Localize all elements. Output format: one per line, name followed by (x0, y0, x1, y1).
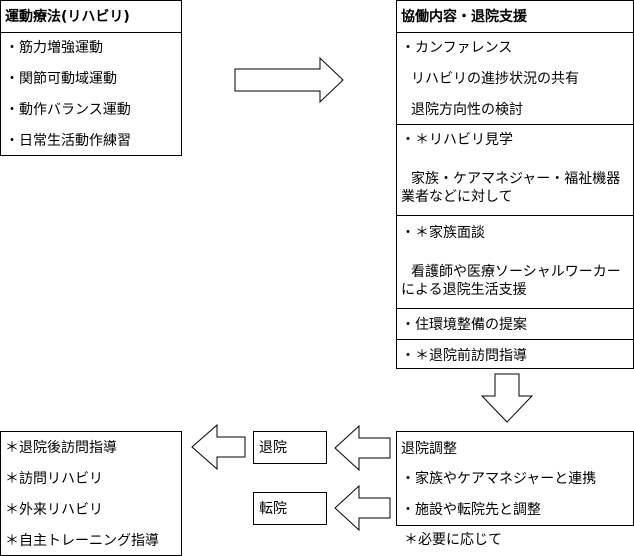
conference-label: ・カンファレンス (401, 40, 513, 56)
discharge-box: 退院 (253, 431, 327, 464)
exercise-list: ・筋力増強運動 ・関節可動域運動 ・動作バランス運動 ・日常生活動作練習 (1, 32, 181, 156)
followup-item: ＊外来リハビリ (5, 502, 103, 518)
conference-section: ・カンファレンス リハビリの進捗状況の共有 退院方向性の検討 (397, 32, 633, 124)
conference-line1: リハビリの進捗状況の共有 (411, 71, 579, 87)
exercise-item: ・関節可動域運動 (5, 71, 117, 87)
arrow-left-transfer (334, 484, 391, 532)
observation-section: ・＊リハビリ見学 家族・ケアマネジャー・福祉機器業者などに対して (397, 124, 633, 215)
note-text: ＊必要に応じて (404, 532, 502, 548)
followup-box: ＊退院後訪問指導 ＊訪問リハビリ ＊外来リハビリ ＊自主トレーニング指導 (0, 431, 182, 556)
adjust-item: ・家族やケアマネジャーと連携 (401, 471, 597, 487)
followup-item: ＊訪問リハビリ (5, 471, 103, 487)
arrow-left-discharge (334, 424, 391, 472)
observation-label: ・＊リハビリ見学 (401, 132, 513, 148)
exercise-item: ・筋力増強運動 (5, 40, 103, 56)
adjust-title: 退院調整 (401, 441, 457, 457)
followup-item: ＊退院後訪問指導 (5, 440, 117, 456)
exercise-item: ・動作バランス運動 (5, 102, 131, 118)
conference-line2: 退院方向性の検討 (411, 102, 523, 118)
housing-section: ・住環境整備の提案 (397, 308, 633, 339)
collab-box: 協働内容・退院支援 ・カンファレンス リハビリの進捗状況の共有 退院方向性の検討… (396, 0, 634, 369)
transfer-box: 転院 (253, 492, 327, 525)
housing-label: ・住環境整備の提案 (401, 317, 527, 333)
previsit-label: ・＊退院前訪問指導 (401, 348, 527, 364)
exercise-title: 運動療法(リハビリ) (5, 9, 130, 25)
adjust-item: ・施設や転院先と調整 (401, 502, 541, 518)
exercise-item: ・日常生活動作練習 (5, 133, 131, 149)
family-section: ・＊家族面談 看護師や医療ソーシャルワーカーによる退院生活支援 (397, 215, 633, 308)
previsit-section: ・＊退院前訪問指導 (397, 339, 633, 369)
exercise-box: 運動療法(リハビリ) ・筋力増強運動 ・関節可動域運動 ・動作バランス運動 ・日… (0, 0, 182, 156)
family-label: ・＊家族面談 (401, 225, 485, 241)
adjust-box: 退院調整 ・家族やケアマネジャーと連携 ・施設や転院先と調整 (396, 431, 634, 526)
family-detail: 看護師や医療ソーシャルワーカーによる退院生活支援 (401, 264, 621, 298)
arrow-down (480, 373, 534, 423)
observation-detail: 家族・ケアマネジャー・福祉機器業者などに対して (401, 171, 621, 205)
collab-title: 協働内容・退院支援 (401, 9, 527, 25)
arrow-left-followup (191, 423, 246, 471)
followup-item: ＊自主トレーニング指導 (5, 533, 159, 549)
discharge-label: 退院 (259, 440, 287, 456)
transfer-label: 転院 (259, 501, 287, 517)
arrow-right (234, 56, 344, 104)
